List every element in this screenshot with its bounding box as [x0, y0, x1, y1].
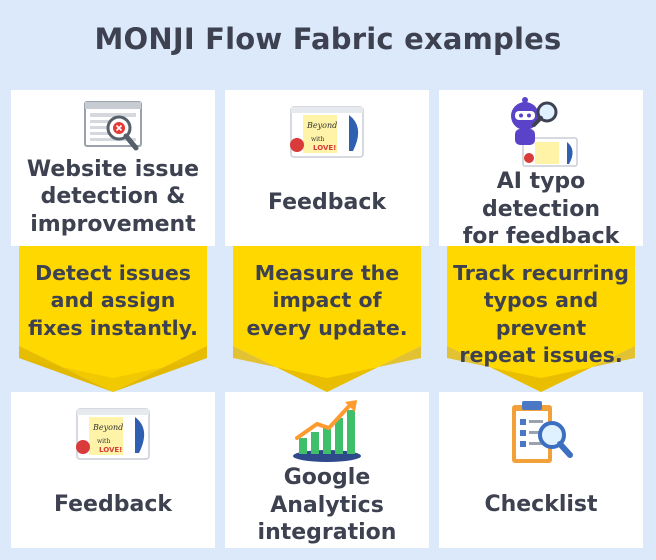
result-label: Checklist — [484, 492, 598, 518]
analytics-chart-icon — [293, 400, 361, 462]
feedback-icon: Beyond with LOVE! — [290, 106, 364, 158]
action-arrow: Detect issues and assign fixes instantly… — [19, 246, 207, 392]
result-card: Beyond with LOVE! Feedback — [11, 392, 215, 548]
source-label: Feedback — [268, 190, 386, 216]
thumb-love-text: LOVE! — [313, 144, 336, 152]
website-issue-icon — [84, 100, 142, 151]
checklist-icon — [512, 401, 573, 463]
page-title: MONJI Flow Fabric examples — [94, 22, 562, 56]
result-label: Google Analytics integration — [257, 465, 397, 545]
action-text: Detect issues and assign fixes instantly… — [28, 261, 198, 340]
result-label: Feedback — [54, 492, 172, 518]
action-arrow: Track recurring typos and prevent repeat… — [447, 246, 635, 392]
action-arrow: Measure the impact of every update. — [233, 246, 421, 392]
source-label: AI typo detection for feedback — [462, 169, 620, 249]
action-text: Track recurring typos and prevent repeat… — [453, 261, 629, 367]
thumb-with-text: with — [97, 438, 110, 445]
thumb-beyond-text: Beyond — [306, 121, 337, 130]
result-card: Checklist — [439, 392, 643, 548]
source-card: Website issue detection & improvement — [11, 90, 215, 246]
result-card: Google Analytics integration — [225, 392, 429, 548]
thumb-love-text: LOVE! — [99, 446, 122, 454]
source-card: Beyond with LOVE! Feedback — [225, 90, 429, 246]
source-label: Website issue detection & improvement — [26, 156, 200, 237]
thumb-beyond-text: Beyond — [92, 423, 123, 432]
thumb-with-text: with — [311, 136, 324, 143]
action-text: Measure the impact of every update. — [246, 261, 408, 340]
feedback-icon: Beyond with LOVE! — [76, 408, 150, 460]
source-card: AI typo detection for feedback — [439, 90, 643, 249]
robot-magnifier-icon — [511, 97, 578, 167]
